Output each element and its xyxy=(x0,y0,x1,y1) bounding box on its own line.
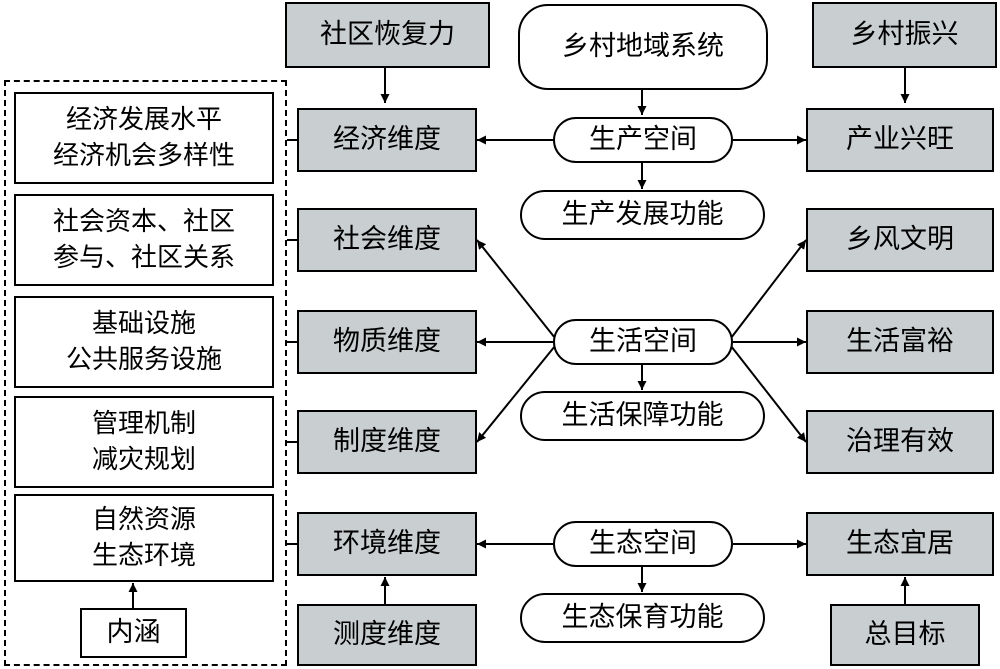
physical-dimension-label: 物质维度 xyxy=(333,325,441,357)
social-dimension-box: 社会维度 xyxy=(297,208,477,272)
rural-revitalization-box: 乡村振兴 xyxy=(812,2,997,68)
living-function-pill: 生活保障功能 xyxy=(520,391,765,441)
community-resilience-box: 社区恢复力 xyxy=(285,2,490,68)
rural-system-box: 乡村地域系统 xyxy=(518,4,768,90)
connotation-economic-box: 经济发展水平 经济机会多样性 xyxy=(14,92,274,184)
arrow-living-to-civility xyxy=(730,239,807,339)
arrow-living-to-governance xyxy=(730,345,807,443)
economic-dimension-box: 经济维度 xyxy=(297,108,477,172)
ecological-space-pill: 生态空间 xyxy=(553,521,733,567)
connotation-institutional-line-2: 减灾规划 xyxy=(91,445,196,475)
living-function-label: 生活保障功能 xyxy=(561,399,724,431)
connotation-environmental-box: 自然资源 生态环境 xyxy=(14,494,274,582)
social-dimension-label: 社会维度 xyxy=(333,223,441,255)
goal-overall-box: 总目标 xyxy=(830,604,980,666)
ecological-function-label: 生态保育功能 xyxy=(561,601,724,633)
goal-affluence-label: 生活富裕 xyxy=(846,325,954,357)
connotation-economic-line-1: 经济发展水平 xyxy=(65,105,222,135)
community-resilience-label: 社区恢复力 xyxy=(320,18,455,50)
environmental-dimension-label: 环境维度 xyxy=(333,527,441,559)
institutional-dimension-box: 制度维度 xyxy=(297,410,477,474)
connotation-social-box: 社会资本、社区 参与、社区关系 xyxy=(14,194,274,286)
connotation-label-box: 内涵 xyxy=(80,608,187,658)
goal-civility-label: 乡风文明 xyxy=(846,223,954,255)
production-space-label: 生产空间 xyxy=(589,123,697,155)
ecological-function-pill: 生态保育功能 xyxy=(520,593,765,643)
production-function-label: 生产发展功能 xyxy=(561,198,724,230)
arrow-living-to-institutional xyxy=(476,345,556,443)
goal-industry-label: 产业兴旺 xyxy=(846,123,954,155)
connotation-social-line-1: 社会资本、社区 xyxy=(52,207,235,237)
rural-revitalization-label: 乡村振兴 xyxy=(850,18,959,50)
connotation-label: 内涵 xyxy=(106,616,161,648)
goal-overall-label: 总目标 xyxy=(864,618,946,650)
goal-governance-box: 治理有效 xyxy=(806,410,994,474)
goal-industry-box: 产业兴旺 xyxy=(806,108,994,172)
physical-dimension-box: 物质维度 xyxy=(297,310,477,374)
connotation-physical-box: 基础设施 公共服务设施 xyxy=(14,296,274,388)
institutional-dimension-label: 制度维度 xyxy=(333,425,441,457)
connotation-physical-line-2: 公共服务设施 xyxy=(65,345,222,375)
goal-governance-label: 治理有效 xyxy=(846,425,954,457)
living-space-label: 生活空间 xyxy=(589,325,697,357)
rural-system-label: 乡村地域系统 xyxy=(562,30,724,62)
economic-dimension-label: 经济维度 xyxy=(333,123,441,155)
goal-affluence-box: 生活富裕 xyxy=(806,310,994,374)
living-space-pill: 生活空间 xyxy=(553,319,733,365)
connotation-institutional-line-1: 管理机制 xyxy=(91,409,196,439)
connotation-institutional-box: 管理机制 减灾规划 xyxy=(14,396,274,488)
measurement-dimension-label: 测度维度 xyxy=(333,618,441,650)
goal-ecology-label: 生态宜居 xyxy=(846,527,954,559)
connotation-environmental-line-1: 自然资源 xyxy=(91,505,196,535)
connotation-physical-line-1: 基础设施 xyxy=(91,309,196,339)
connotation-group xyxy=(4,80,287,666)
goal-civility-box: 乡风文明 xyxy=(806,208,994,272)
ecological-space-label: 生态空间 xyxy=(589,527,697,559)
goal-ecology-box: 生态宜居 xyxy=(806,512,994,576)
production-function-pill: 生产发展功能 xyxy=(520,190,765,240)
connotation-environmental-line-2: 生态环境 xyxy=(91,541,196,571)
measurement-dimension-box: 测度维度 xyxy=(297,604,477,666)
connotation-economic-line-2: 经济机会多样性 xyxy=(52,141,235,171)
environmental-dimension-box: 环境维度 xyxy=(297,512,477,576)
connotation-social-line-2: 参与、社区关系 xyxy=(52,243,235,273)
production-space-pill: 生产空间 xyxy=(553,117,733,163)
arrow-living-to-social xyxy=(476,239,556,339)
